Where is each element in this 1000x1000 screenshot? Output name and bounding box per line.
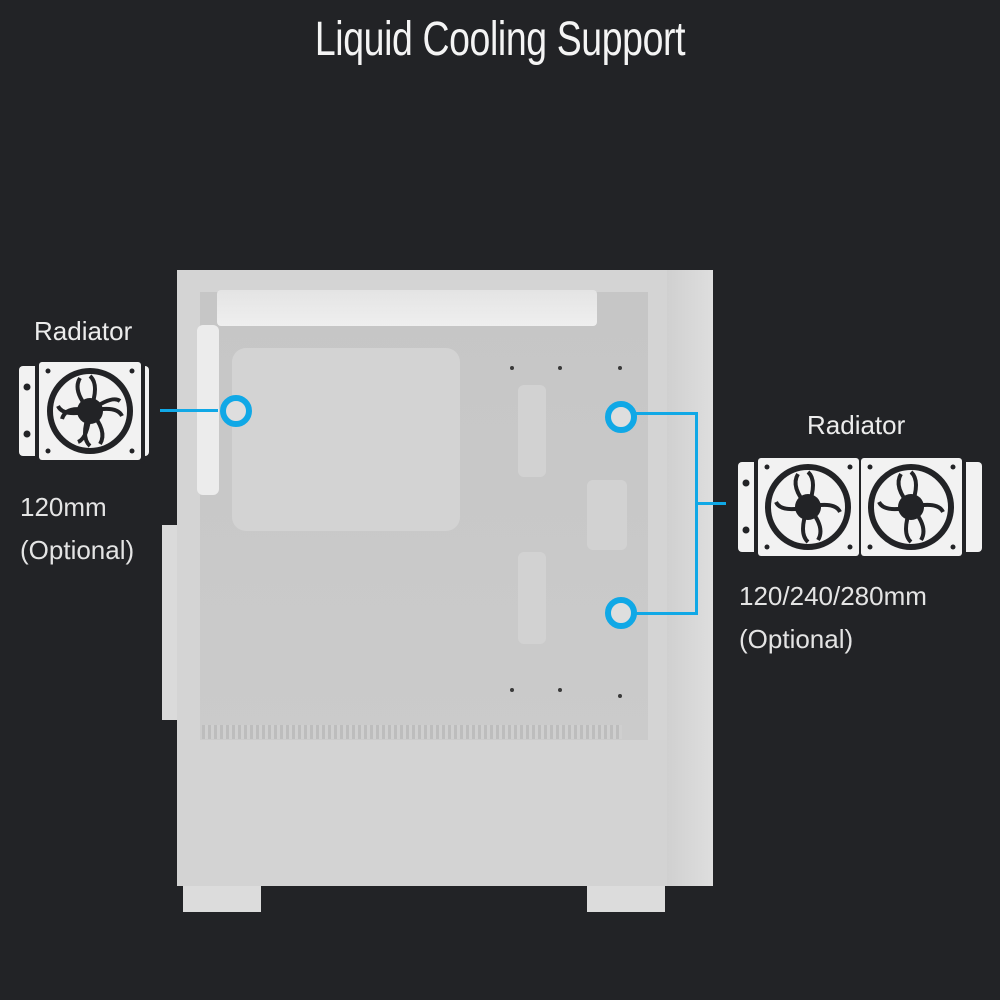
- left-hotspot[interactable]: [220, 395, 252, 427]
- single-fan-radiator-icon: [19, 358, 149, 469]
- case-foot: [587, 886, 665, 912]
- left-connector-line: [160, 409, 218, 412]
- left-radiator-size: 120mm: [20, 492, 107, 522]
- dual-fan-radiator-icon: [738, 454, 982, 565]
- cable-slot: [518, 385, 546, 477]
- left-radiator-label: Radiator: [34, 316, 133, 346]
- cpu-cutout: [232, 348, 460, 531]
- psu-shroud: [177, 740, 667, 886]
- left-radiator-spec: 120mm (Optional): [20, 486, 134, 572]
- page-title: Liquid Cooling Support: [314, 13, 686, 66]
- right-bottom-hotspot[interactable]: [605, 597, 637, 629]
- right-connector-line-vertical: [695, 412, 698, 615]
- right-radiator-size: 120/240/280mm: [739, 581, 927, 611]
- bottom-grille: [202, 725, 622, 739]
- case-front-panel: [667, 270, 713, 886]
- top-fans: [217, 290, 597, 326]
- pc-case-image: [162, 270, 713, 912]
- right-top-hotspot[interactable]: [605, 401, 637, 433]
- right-radiator-label: Radiator: [807, 410, 906, 440]
- cable-slot: [518, 552, 546, 644]
- cable-slot: [587, 480, 627, 550]
- case-foot: [183, 886, 261, 912]
- right-radiator-note: (Optional): [739, 624, 854, 654]
- right-connector-line-top: [636, 412, 698, 415]
- right-radiator-spec: 120/240/280mm (Optional): [739, 575, 927, 661]
- right-connector-line-bottom: [636, 612, 698, 615]
- left-radiator-note: (Optional): [20, 535, 135, 565]
- right-connector-line-stub: [698, 502, 726, 505]
